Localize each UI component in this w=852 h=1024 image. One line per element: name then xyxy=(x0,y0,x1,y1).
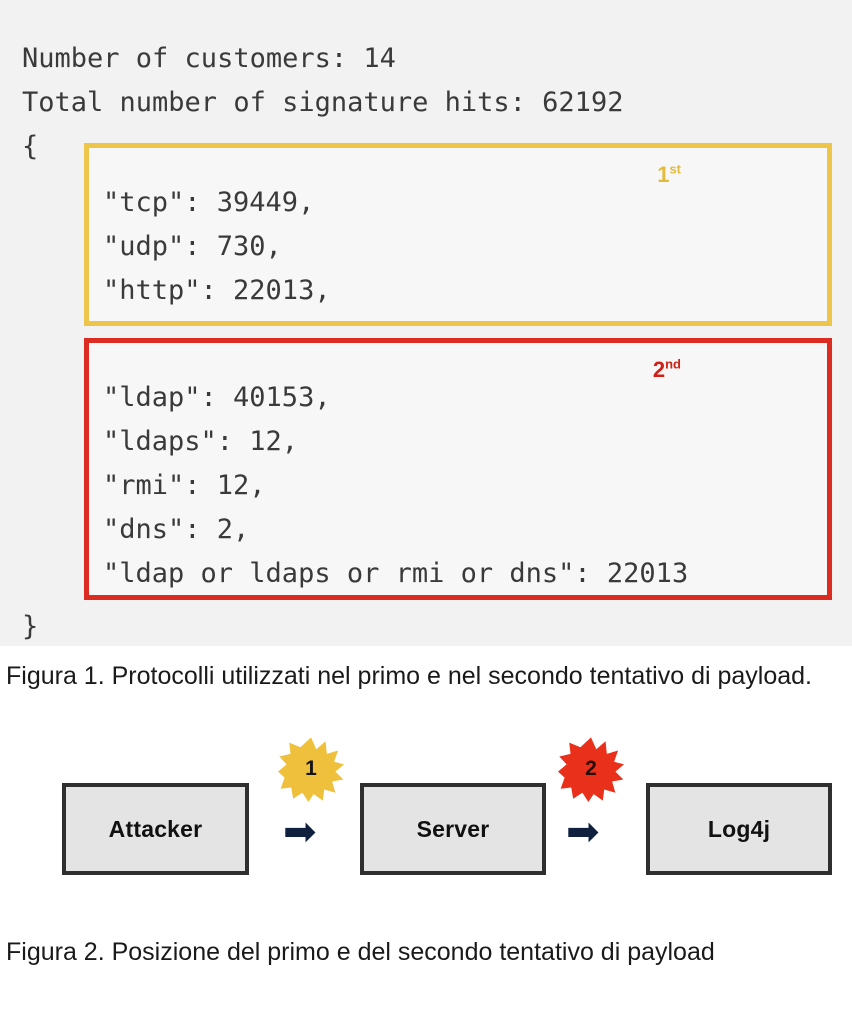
figure-2-caption: Figura 2. Posizione del primo e del seco… xyxy=(6,938,715,966)
starburst-1-number: 1 xyxy=(305,757,317,780)
starburst-2-icon: 2 xyxy=(558,736,624,802)
flow-arrow-2-icon: ➡ xyxy=(566,809,600,855)
first-attempt-badge: 1st xyxy=(657,161,681,187)
second-attempt-protocol-lines: "ldap": 40153, "ldaps": 12, "rmi": 12, "… xyxy=(103,382,689,589)
first-attempt-badge-suffix: st xyxy=(669,161,681,177)
summary-stats-text: Number of customers: 14 Total number of … xyxy=(22,43,624,118)
flow-arrow-1-icon: ➡ xyxy=(283,809,317,855)
diagram-node-attacker: Attacker xyxy=(62,783,249,875)
diagram-node-server-label: Server xyxy=(416,815,490,842)
second-attempt-badge-suffix: nd xyxy=(665,356,681,372)
diagram-node-server: Server xyxy=(360,783,546,875)
starburst-2-number: 2 xyxy=(585,757,597,780)
second-attempt-protocols-box: "ldap": 40153, "ldaps": 12, "rmi": 12, "… xyxy=(84,338,832,600)
first-attempt-protocol-lines: "tcp": 39449, "udp": 730, "http": 22013, xyxy=(103,187,331,306)
diagram-node-log4j-label: Log4j xyxy=(707,815,771,842)
payload-flow-diagram: Attacker 1 ➡ Server 2 ➡ Log4j xyxy=(0,726,852,896)
json-close-brace: } xyxy=(22,611,39,642)
protocol-stats-code-block: Number of customers: 14 Total number of … xyxy=(0,0,852,646)
first-attempt-protocols-box: "tcp": 39449, "udp": 730, "http": 22013,… xyxy=(84,143,832,326)
second-attempt-badge-number: 2 xyxy=(652,357,666,382)
figure-1-caption: Figura 1. Protocolli utilizzati nel prim… xyxy=(6,662,812,690)
diagram-node-attacker-label: Attacker xyxy=(108,815,203,842)
second-attempt-badge: 2nd xyxy=(652,356,681,382)
json-open-brace: { xyxy=(22,131,39,162)
starburst-1-icon: 1 xyxy=(278,736,344,802)
diagram-node-log4j: Log4j xyxy=(646,783,832,875)
first-attempt-badge-number: 1 xyxy=(657,162,670,187)
